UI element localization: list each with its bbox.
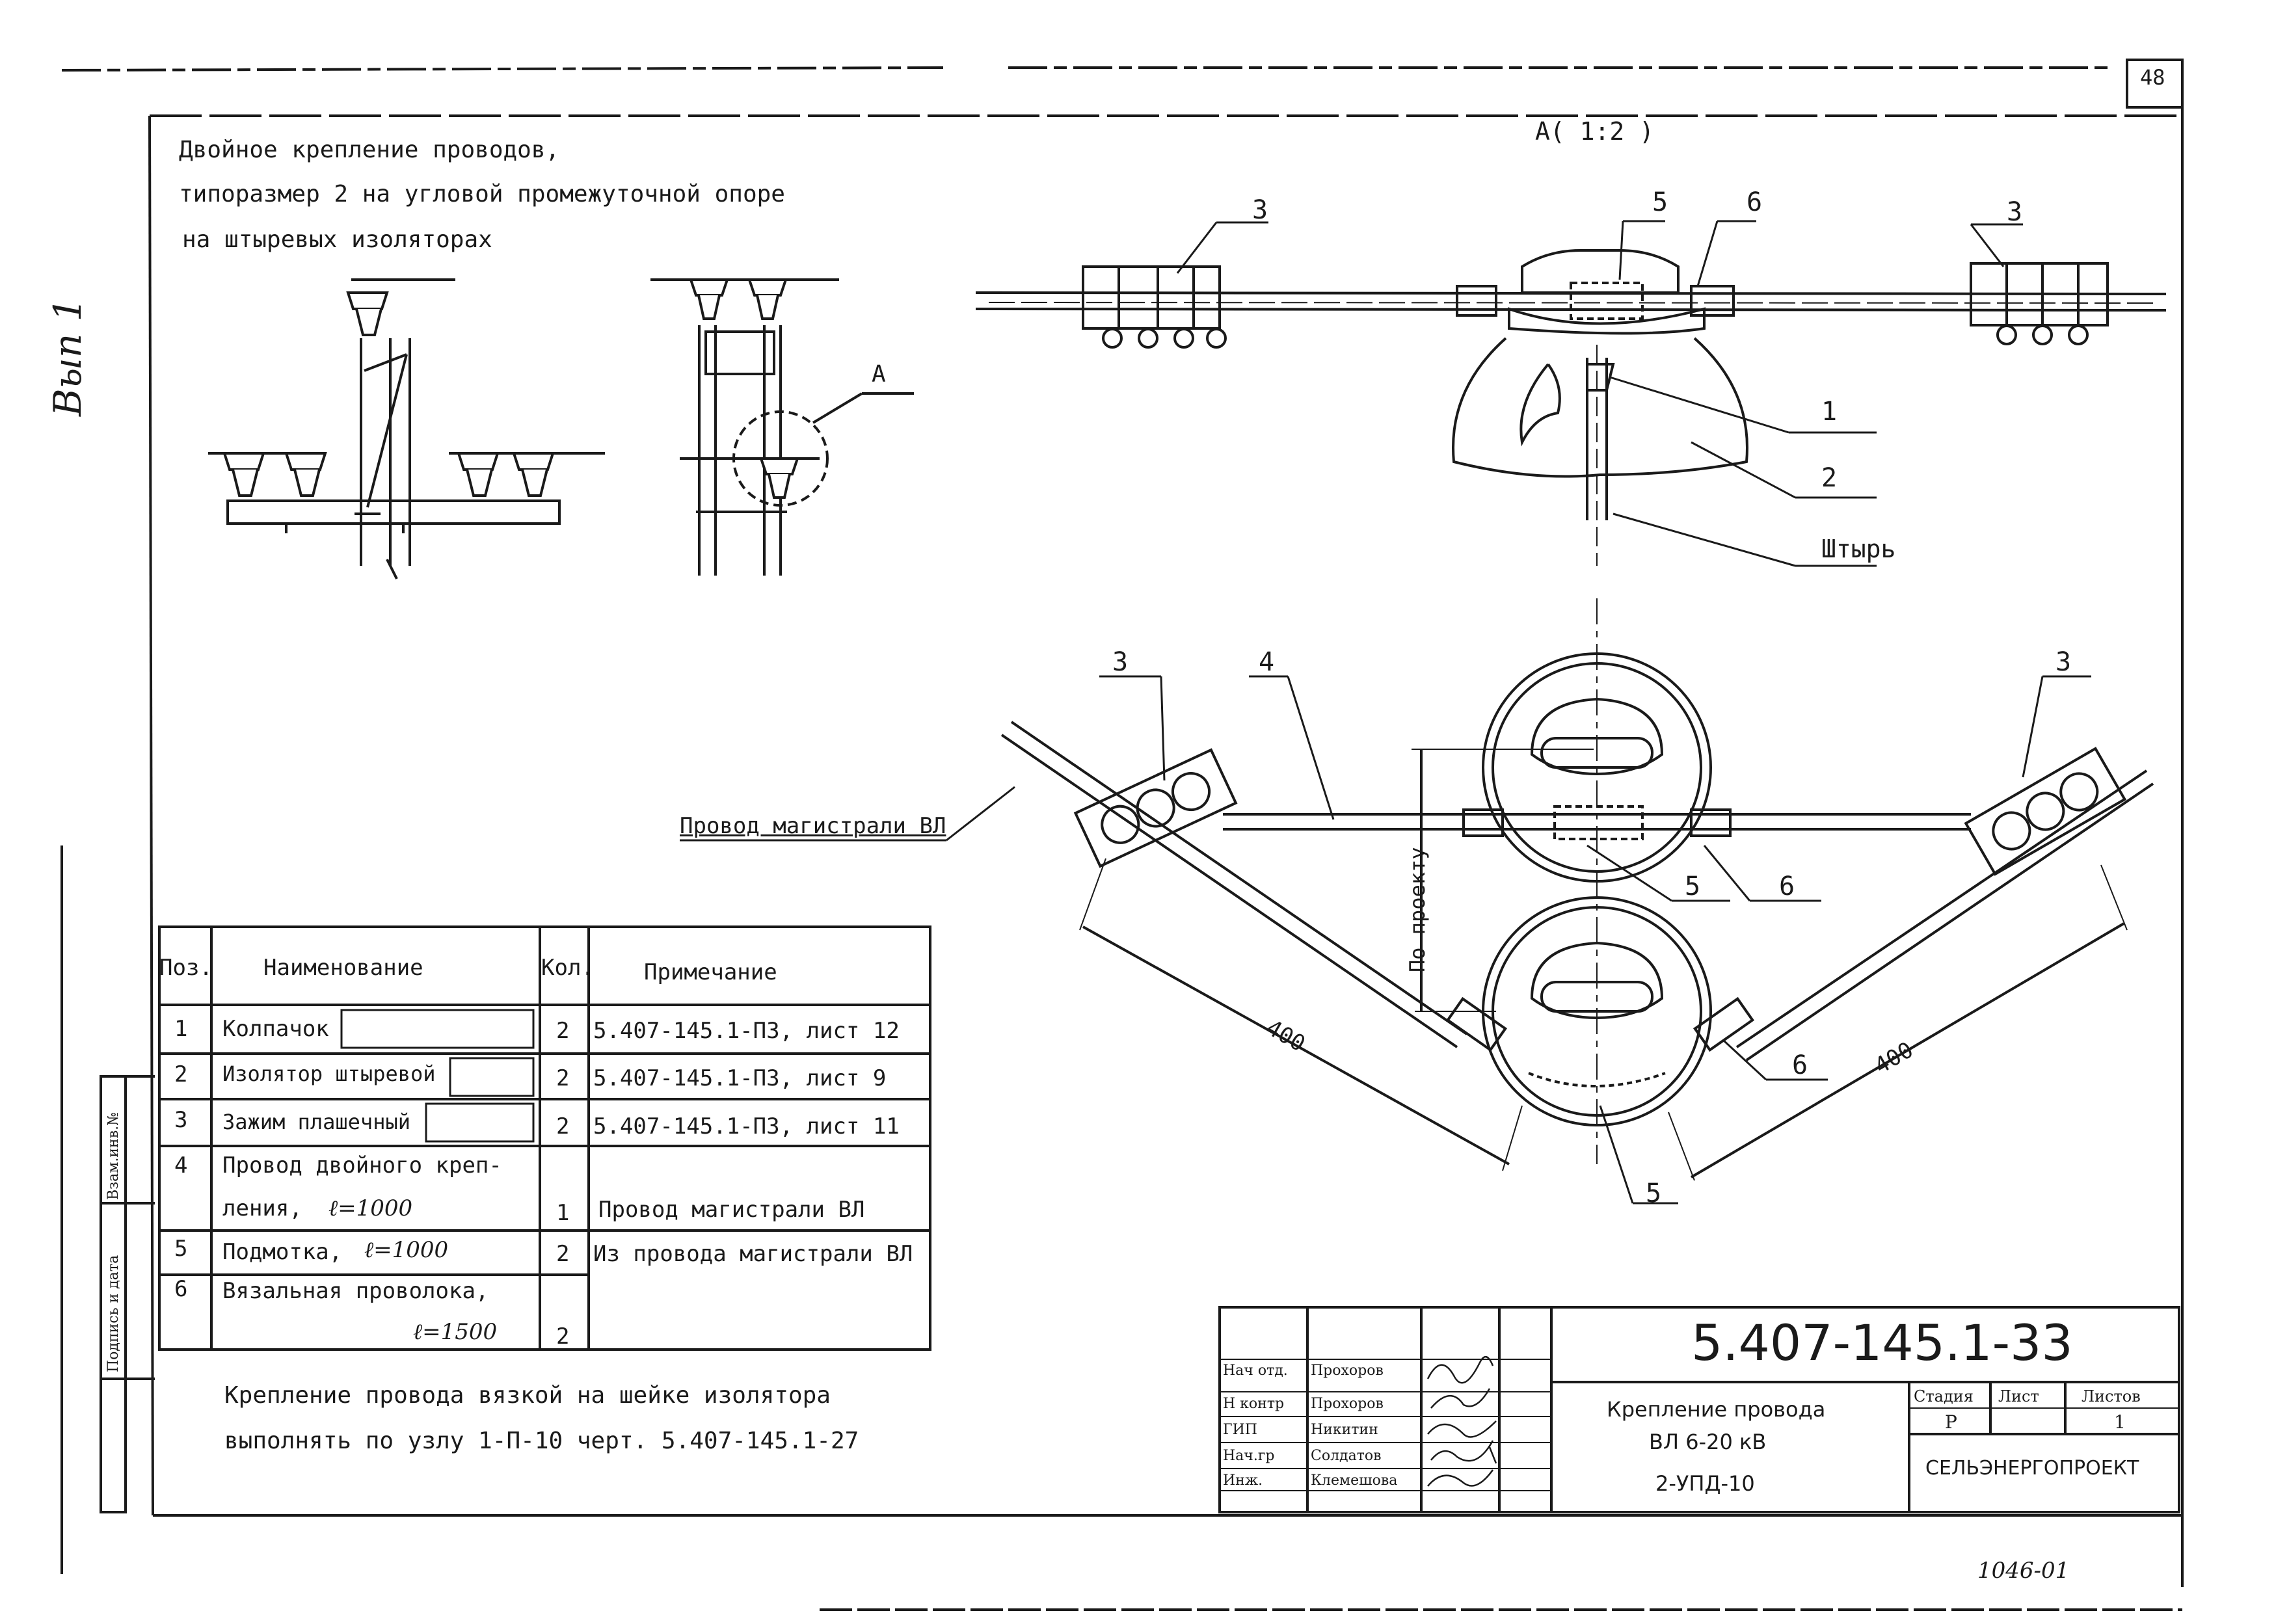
insulators-front (222, 291, 555, 497)
tb-role-2: Н контр (1223, 1396, 1285, 1412)
table-row-4-name: Провод двойного креп- (222, 1152, 502, 1178)
callout-2: 2 (1821, 463, 1838, 493)
table-row-4-qty: 1 (556, 1200, 570, 1226)
tb-name-5: Клемешова (1311, 1472, 1398, 1489)
tb-name-1: Прохоров (1311, 1363, 1384, 1379)
side-vertical-label: Вып 1 (46, 297, 90, 416)
table-row-3-name: Зажим плашечный (222, 1110, 410, 1134)
callout-a-label: А (872, 361, 886, 388)
table-header-note: Примечание (644, 959, 777, 985)
signatures (1426, 1356, 1497, 1487)
tb-name-4: Солдатов (1311, 1448, 1382, 1464)
table-row-1-qty: 2 (556, 1018, 570, 1044)
view-a-label: А( 1:2 ) (1535, 117, 1655, 146)
archive-number: 1046-01 (1977, 1558, 2070, 1584)
callout-pin: Штырь (1821, 535, 1896, 563)
tb-role-3: ГИП (1223, 1422, 1257, 1438)
footnote-line-2: выполнять по узлу 1-П-10 черт. 5.407-145… (224, 1428, 859, 1454)
table-row-3-pos: 3 (174, 1107, 188, 1133)
callout-5-plan-upper: 5 (1685, 872, 1701, 901)
callout-6-top: 6 (1747, 187, 1763, 217)
frame-left-inner (148, 115, 154, 1516)
callout-leaders (680, 220, 2091, 1205)
tb-name-3: Никитин (1311, 1422, 1378, 1438)
callout-a-circle (732, 410, 829, 507)
table-row-4-pos: 4 (174, 1152, 188, 1178)
table-row-6-pos: 6 (174, 1276, 188, 1302)
tb-stage-value: Р (1945, 1411, 1957, 1433)
table-row-2-pos: 2 (174, 1061, 188, 1087)
table-row-1-name: Колпачок (222, 1016, 329, 1042)
table-row-5-qty: 2 (556, 1241, 570, 1267)
side-stamp-label-sign: Подпись и дата (105, 1255, 122, 1372)
callout-3-top-right: 3 (2007, 197, 2023, 227)
table-row-1-pos: 1 (174, 1016, 188, 1042)
table-header-name: Наименование (263, 955, 423, 981)
callout-5-plan-lower: 5 (1646, 1178, 1662, 1208)
table-row-6-qty: 2 (556, 1324, 570, 1350)
sheet-number-box (2126, 59, 2184, 109)
table-row-5-name: Подмотка, (222, 1239, 343, 1265)
footnote-line-1: Крепление провода вязкой на шейке изолят… (224, 1382, 831, 1409)
tb-role-1: Нач отд. (1223, 1363, 1288, 1379)
title-block-grid (1218, 1306, 2180, 1513)
tb-organization: СЕЛЬЭНЕРГОПРОЕКТ (1925, 1457, 2139, 1480)
tb-sheet-header: Лист (1998, 1387, 2039, 1405)
table-row-3-qty: 2 (556, 1113, 570, 1139)
tb-role-5: Инж. (1223, 1472, 1263, 1489)
table-row-4-note: Провод магистрали ВЛ (598, 1197, 865, 1223)
pole-side-view (650, 278, 914, 576)
drawing-title-line-1: Двойное крепление проводов, (179, 137, 560, 163)
dimension-by-project: По проекту (1405, 847, 1430, 972)
table-row-6-name: Вязальная проволока, (222, 1278, 489, 1304)
table-row-1-note: 5.407-145.1-ПЗ, лист 12 (593, 1018, 900, 1044)
tb-name-2: Прохоров (1311, 1396, 1384, 1412)
tb-drawing-title-2: ВЛ 6-20 кВ (1649, 1430, 1767, 1454)
table-row-2-qty: 2 (556, 1065, 570, 1091)
insulators-side (689, 278, 799, 499)
table-row-5-note: Из провода магистрали ВЛ (593, 1241, 913, 1267)
table-row-2-note: 5.407-145.1-ПЗ, лист 9 (593, 1065, 887, 1091)
tb-role-4: Нач.гр (1223, 1448, 1275, 1464)
callout-6-plan-lower: 6 (1792, 1050, 1808, 1080)
callout-1: 1 (1821, 397, 1838, 427)
table-row-4-name-cont: ления, (222, 1195, 302, 1221)
callout-5-top: 5 (1652, 187, 1668, 217)
table-row-4-length: ℓ=1000 (328, 1195, 413, 1221)
callout-3-top-left: 3 (1252, 195, 1268, 225)
callout-3-plan-right: 3 (2055, 647, 2072, 677)
tb-sheets-header: Листов (2082, 1387, 2141, 1405)
sheet-number: 48 (2140, 65, 2165, 90)
callout-4-plan: 4 (1259, 647, 1275, 677)
callout-main-wire: Провод магистрали ВЛ (680, 813, 946, 839)
parts-table-grid (158, 925, 931, 1351)
table-row-5-length: ℓ=1000 (364, 1237, 449, 1263)
table-row-5-pos: 5 (174, 1236, 188, 1262)
table-header-qty: Кол. (541, 955, 595, 981)
side-stamp-label-replace: Взам.инв.№ (105, 1112, 122, 1200)
frame-top-line (61, 66, 2114, 72)
callout-6-plan-upper: 6 (1779, 872, 1795, 901)
table-row-2-name: Изолятор штыревой (222, 1061, 436, 1086)
view-a-elevation (975, 249, 2167, 566)
callout-3-plan-left: 3 (1112, 647, 1129, 677)
tb-stage-header: Стадия (1914, 1387, 1974, 1405)
tb-drawing-title-3: 2-УПД-10 (1655, 1471, 1755, 1496)
drawing-title-line-3: на штыревых изоляторах (182, 226, 492, 253)
title-block-doc-code: 5.407-145.1-33 (1691, 1314, 2073, 1372)
table-row-6-length: ℓ=1500 (413, 1319, 498, 1345)
tb-drawing-title-1: Крепление провода (1607, 1397, 1826, 1422)
table-header-pos: Поз. (159, 955, 213, 981)
tb-sheets-value: 1 (2114, 1411, 2126, 1433)
drawing-title-line-2: типоразмер 2 на угловой промежуточной оп… (179, 181, 785, 207)
view-a-plan (1000, 598, 2154, 1181)
pole-front-view (208, 278, 605, 579)
table-row-3-note: 5.407-145.1-ПЗ, лист 11 (593, 1113, 900, 1139)
